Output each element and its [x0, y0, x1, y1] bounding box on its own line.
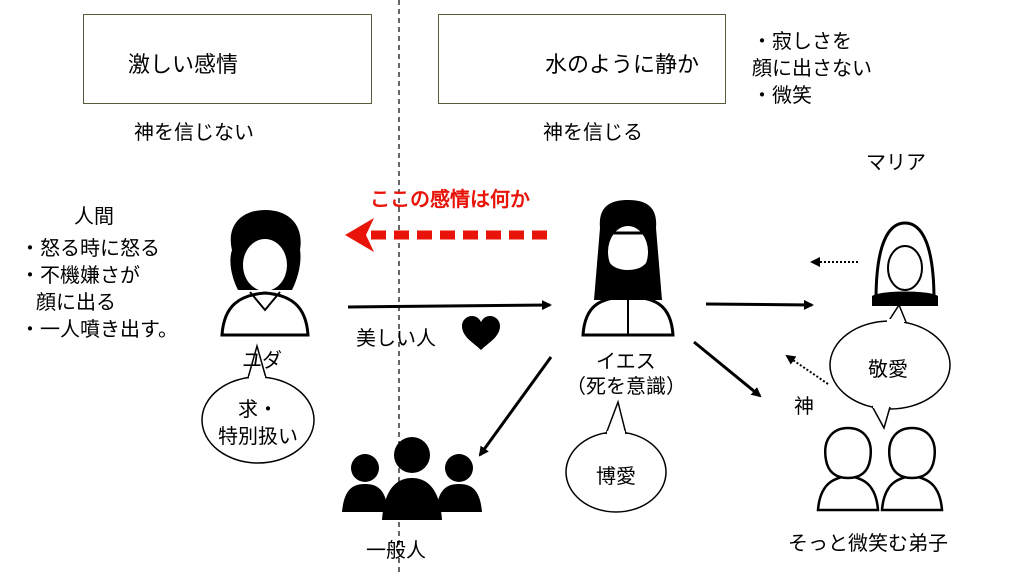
people-group-icon [342, 437, 482, 520]
judas-name: ユダ [242, 348, 282, 372]
jesus-bubble-shape [565, 399, 667, 513]
arrow-jesus-maria [705, 299, 814, 310]
arrow-judas-jesus [347, 300, 552, 311]
disciples-label: そっと微笑む弟子 [788, 531, 948, 555]
human-trait: 顔に出る [36, 290, 116, 314]
maria-bubble-text: 敬愛 [868, 357, 908, 381]
right-box-label: 水のように静か [545, 53, 700, 78]
god-label: 神 [794, 394, 814, 418]
human-trait: ・怒る時に怒る [20, 236, 160, 260]
heart-icon [462, 316, 500, 350]
human-traits-list: ・怒る時に怒る ・不機嫌さが 顔に出る ・一人噴き出す。 [20, 235, 178, 343]
arrow-disciples-dotted [785, 354, 829, 385]
trait-line: ・寂しさを [752, 29, 852, 53]
maria-label: マリア [866, 150, 926, 174]
judas-bubble-shape [201, 343, 315, 464]
judas-bubble-line: 特別扱い [218, 424, 298, 448]
left-caption: 神を信じない [134, 120, 254, 144]
judas-bubble-text: 求・ 特別扱い [218, 396, 298, 450]
jesus-traits-list: ・寂しさを 顔に出さない ・微笑 [752, 28, 872, 109]
trait-line: ・微笑 [752, 83, 812, 107]
judas-figure [220, 210, 310, 337]
right-caption: 神を信じる [543, 120, 643, 144]
people-label: 一般人 [366, 538, 426, 562]
arrow-jesus-disciples [693, 340, 762, 398]
left-box-label: 激しい感情 [128, 53, 239, 78]
human-trait: ・不機嫌さが [20, 263, 140, 287]
jesus-sub: （死を意識） [566, 374, 686, 398]
jesus-name: イエス [596, 349, 656, 373]
red-dashed-arrow [345, 218, 547, 252]
human-trait: ・一人噴き出す。 [20, 317, 178, 341]
arrow-label: 美しい人 [356, 326, 436, 350]
question-label: ここの感情は何か [370, 187, 530, 211]
maria-bubble-shape [829, 303, 951, 430]
arrow-jesus-people [478, 356, 553, 457]
emotion-box-left [83, 14, 372, 104]
judas-bubble-line: 求・ [238, 397, 278, 421]
disciples-figures [816, 426, 944, 512]
human-title: 人間 [74, 204, 114, 228]
jesus-bubble-text: 博愛 [596, 464, 636, 488]
trait-line: 顔に出さない [752, 56, 872, 80]
emotion-box-right [438, 14, 726, 104]
maria-figure [872, 221, 938, 306]
jesus-figure [581, 200, 675, 337]
